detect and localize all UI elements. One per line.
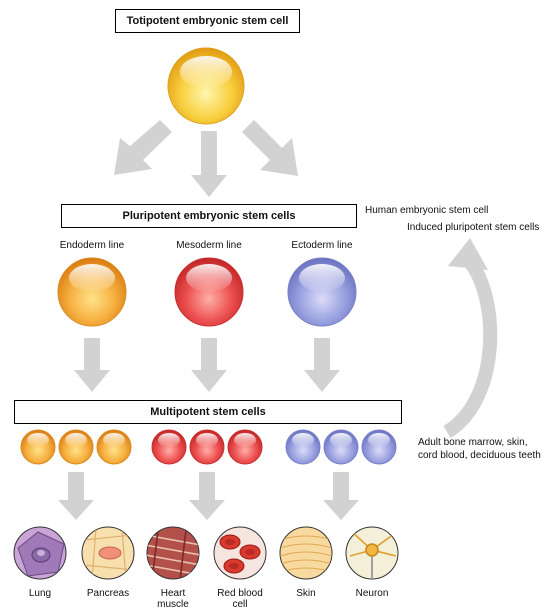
ectoderm-cell (287, 257, 357, 327)
multipotent-orange-cells (20, 429, 132, 465)
endoderm-cell (57, 257, 127, 327)
mesoderm-line-label: Mesoderm line (176, 240, 242, 251)
totipotent-cell (167, 47, 245, 125)
induced-pluripotent-arrow (443, 238, 498, 438)
skin-cell-image (279, 526, 333, 580)
human-embryonic-note: Human embryonic stem cell (365, 205, 489, 216)
totipotent-title-box: Totipotent embryonic stem cell (115, 9, 300, 33)
ectoderm-line-label: Ectoderm line (291, 240, 353, 251)
adult-sources-line1: Adult bone marrow, skin, (418, 437, 528, 448)
heart-muscle-label-line2: muscle (157, 599, 189, 610)
arrows-multipotent (58, 472, 359, 520)
pluripotent-title-box: Pluripotent embryonic stem cells (61, 204, 357, 228)
neuron-label: Neuron (355, 588, 389, 599)
mesoderm-cell (174, 257, 244, 327)
heart-muscle-cell-image (146, 526, 200, 580)
adult-sources-note: Adult bone marrow, skin, cord blood, dec… (418, 436, 541, 462)
endoderm-line-label: Endoderm line (59, 240, 125, 251)
pancreas-cell-image (81, 526, 135, 580)
adult-sources-line2: cord blood, deciduous teeth (418, 450, 541, 461)
multipotent-red-cells (151, 429, 263, 465)
multipotent-blue-cells (285, 429, 397, 465)
skin-label: Skin (296, 588, 316, 599)
pancreas-label: Pancreas (86, 588, 130, 599)
neuron-cell-image (345, 526, 399, 580)
lung-label: Lung (28, 588, 52, 599)
multipotent-title-box: Multipotent stem cells (14, 400, 402, 424)
red-blood-cell-label: Red blood cell (205, 588, 275, 610)
induced-pluripotent-note: Induced pluripotent stem cells (407, 222, 540, 233)
heart-muscle-label-line1: Heart (160, 588, 186, 599)
red-blood-cell-label-line2: cell (232, 599, 248, 610)
arrows-pluripotent (74, 338, 340, 392)
red-blood-cell-label-line1: Red blood (217, 588, 263, 599)
heart-muscle-label: Heart muscle (143, 588, 203, 610)
lung-cell-image (13, 526, 67, 580)
arrows-totipotent (114, 120, 298, 197)
red-blood-cell-image (213, 526, 267, 580)
